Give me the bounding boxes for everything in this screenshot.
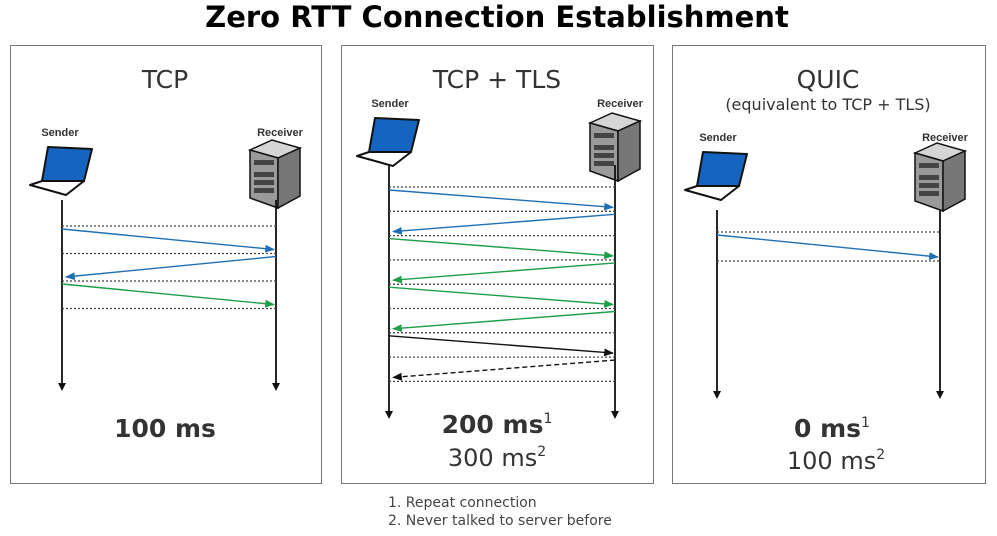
- panel-title-tcp: TCP: [141, 65, 188, 94]
- server-front: [249, 149, 279, 210]
- arrow-down-icon: [713, 391, 721, 399]
- laptop-base: [356, 151, 412, 167]
- message-arrow-left: [392, 262, 616, 284]
- panel-subtitle-quic: (equivalent to TCP + TLS): [725, 95, 930, 114]
- server-bay: [594, 153, 614, 158]
- timing-tcp: 100 ms: [114, 414, 216, 443]
- server-bay: [254, 160, 274, 165]
- laptop-icon: [356, 117, 420, 167]
- server-bay: [919, 175, 939, 180]
- server-icon: [912, 142, 968, 213]
- server-bay: [594, 161, 614, 166]
- panel-tcp-tls-frame: [341, 45, 654, 484]
- laptop-screen: [696, 151, 748, 187]
- arrow-down-icon: [936, 391, 944, 399]
- sequence-panel-2: [684, 142, 968, 399]
- server-bay: [254, 172, 274, 177]
- message-arrow-right: [716, 234, 939, 261]
- laptop-base: [29, 180, 85, 196]
- sender-label: Sender: [371, 98, 409, 110]
- receiver-label: Receiver: [597, 98, 644, 110]
- sequence-panel-0: [29, 139, 303, 391]
- arrow-down-icon: [58, 383, 66, 391]
- server-bay: [919, 183, 939, 188]
- timing-tcp-tls-new: 300 ms2: [448, 444, 546, 472]
- sender-label: Sender: [41, 127, 79, 139]
- laptop-icon: [684, 151, 748, 201]
- timing-quic-repeat: 0 ms1: [794, 414, 870, 443]
- laptop-base: [684, 185, 740, 201]
- panel-title-quic: QUIC: [797, 65, 860, 94]
- message-arrow-right: [388, 335, 614, 357]
- panel-title-tcp-tls: TCP + TLS: [432, 65, 561, 94]
- footnote-1: 1. Repeat connection: [388, 495, 537, 511]
- laptop-screen: [368, 117, 420, 153]
- panel-tcp-frame: [10, 45, 322, 484]
- server-bay: [919, 163, 939, 168]
- server-bay: [254, 180, 274, 185]
- message-arrow-right: [388, 286, 614, 308]
- receiver-label: Receiver: [257, 127, 304, 139]
- server-bay: [594, 145, 614, 150]
- server-bay: [254, 188, 274, 193]
- receiver-label: Receiver: [922, 132, 969, 144]
- laptop-screen: [41, 146, 93, 182]
- arrow-down-icon: [611, 411, 619, 419]
- arrow-down-icon: [272, 383, 280, 391]
- server-front: [589, 122, 619, 183]
- message-arrow-left: [392, 213, 616, 235]
- arrow-down-icon: [385, 411, 393, 419]
- server-side: [277, 146, 301, 210]
- message-arrow-left: [65, 255, 277, 281]
- message-arrow-right: [61, 228, 275, 253]
- diagram-title: Zero RTT Connection Establishment: [205, 0, 789, 34]
- message-arrow-right: [61, 283, 275, 308]
- message-arrow-right: [388, 237, 614, 260]
- server-side: [942, 149, 966, 213]
- server-icon: [587, 112, 643, 183]
- timing-tcp-tls-repeat: 200 ms1: [442, 410, 553, 439]
- server-front: [914, 152, 944, 213]
- timing-quic-new: 100 ms2: [787, 447, 885, 475]
- server-icon: [247, 139, 303, 210]
- sender-label: Sender: [699, 132, 737, 144]
- message-arrow-left: [392, 359, 616, 381]
- footnote-2: 2. Never talked to server before: [388, 513, 612, 529]
- server-bay: [594, 133, 614, 138]
- laptop-icon: [29, 146, 93, 196]
- sequence-panel-1: [356, 112, 643, 419]
- panel-quic-frame: [672, 45, 986, 484]
- server-bay: [919, 191, 939, 196]
- server-side: [617, 119, 641, 183]
- message-arrow-left: [392, 310, 616, 333]
- message-arrow-right: [388, 189, 614, 211]
